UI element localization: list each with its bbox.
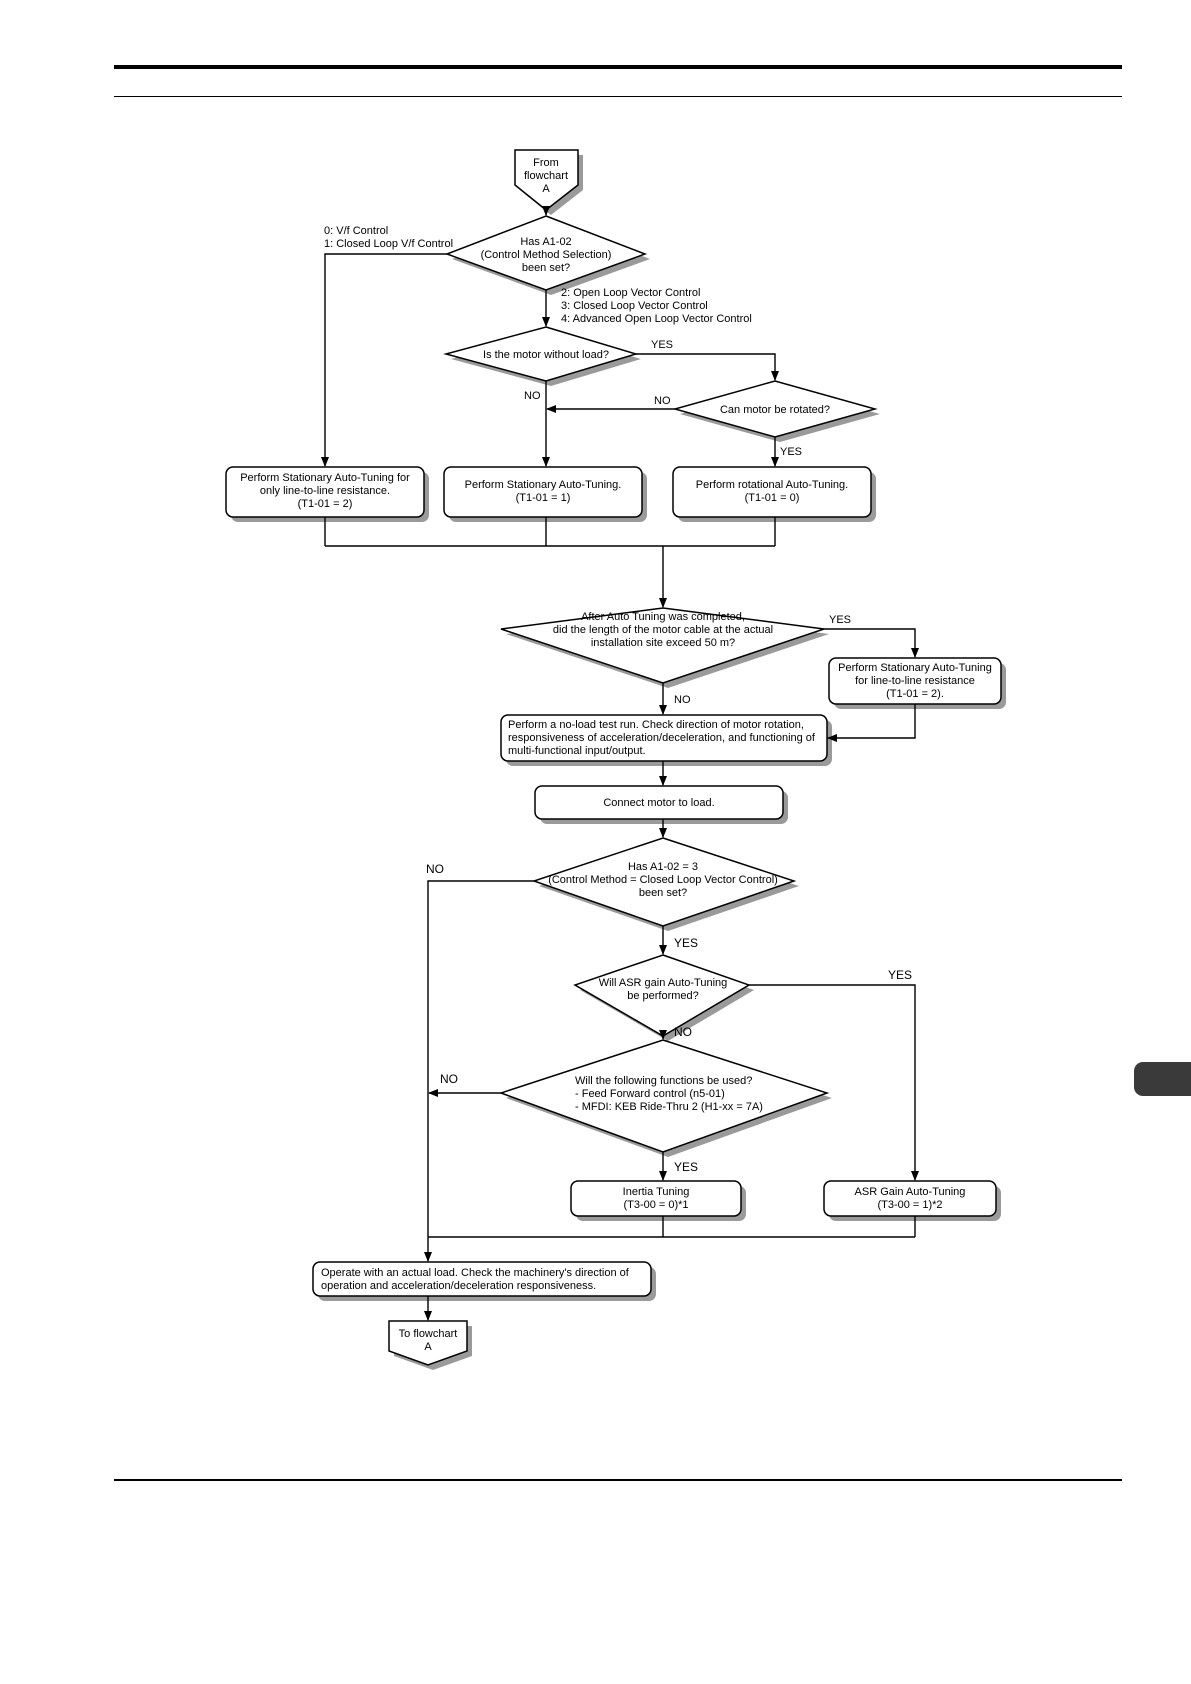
- flow-connectors: [321, 206, 919, 1321]
- no-load-question: Is the motor without load?: [483, 349, 609, 361]
- yes-label-no-load: YES: [651, 339, 673, 351]
- header-rule-thin: [114, 96, 1122, 97]
- footer-rule: [114, 1479, 1122, 1481]
- box-stationary-resistance: [225, 466, 429, 522]
- no-label-closed-loop: NO: [426, 862, 444, 876]
- no-label-cable: NO: [674, 694, 691, 706]
- yes-label-rotate: YES: [780, 446, 802, 458]
- box-test-run: [500, 714, 832, 766]
- closed-loop-question: Has A1-02 = 3(Control Method = Closed Lo…: [548, 861, 778, 899]
- decision-can-rotate: [672, 380, 880, 442]
- end-connector: [388, 1320, 472, 1370]
- yes-label-asr: YES: [888, 968, 912, 982]
- operate-text: Operate with an actual load. Check the m…: [321, 1267, 630, 1292]
- no-label-no-load: NO: [524, 390, 541, 402]
- start-connector: [514, 149, 583, 215]
- yes-label-cable: YES: [829, 614, 851, 626]
- rotate-question: Can motor be rotated?: [720, 404, 830, 416]
- connect-text: Connect motor to load.: [603, 797, 714, 809]
- no-label-asr: NO: [674, 1025, 692, 1039]
- functions-question: Will the following functions be used?- F…: [575, 1075, 763, 1113]
- box-stationary: [443, 466, 647, 522]
- control-method-question: Has A1-02(Control Method Selection)been …: [481, 236, 612, 274]
- test-run-text: Perform a no-load test run. Check direct…: [508, 719, 816, 757]
- box-rotational: [672, 466, 876, 522]
- yes-label-closed-loop: YES: [674, 936, 698, 950]
- box-operate: [312, 1261, 656, 1301]
- rotational-text: Perform rotational Auto-Tuning.(T1-01 = …: [696, 479, 848, 504]
- inertia-text: Inertia Tuning(T3-00 = 0)*1: [623, 1186, 690, 1211]
- no-label-rotate: NO: [654, 395, 671, 407]
- box-asr-tuning: [823, 1180, 1001, 1221]
- cable-question: After Auto Tuning was completed,did the …: [553, 611, 773, 649]
- yes-label-functions: YES: [674, 1160, 698, 1174]
- asr-tuning-text: ASR Gain Auto-Tuning(T3-00 = 1)*2: [855, 1186, 966, 1211]
- box-stationary-line: [828, 657, 1006, 709]
- no-label-functions: NO: [440, 1072, 458, 1086]
- box-inertia-tuning: [570, 1180, 746, 1221]
- header-rule-thick: [114, 65, 1122, 69]
- stationary-text: Perform Stationary Auto-Tuning.(T1-01 = …: [465, 479, 622, 504]
- box-connect-motor: [534, 785, 788, 824]
- section-tab-marker: [1134, 1062, 1191, 1096]
